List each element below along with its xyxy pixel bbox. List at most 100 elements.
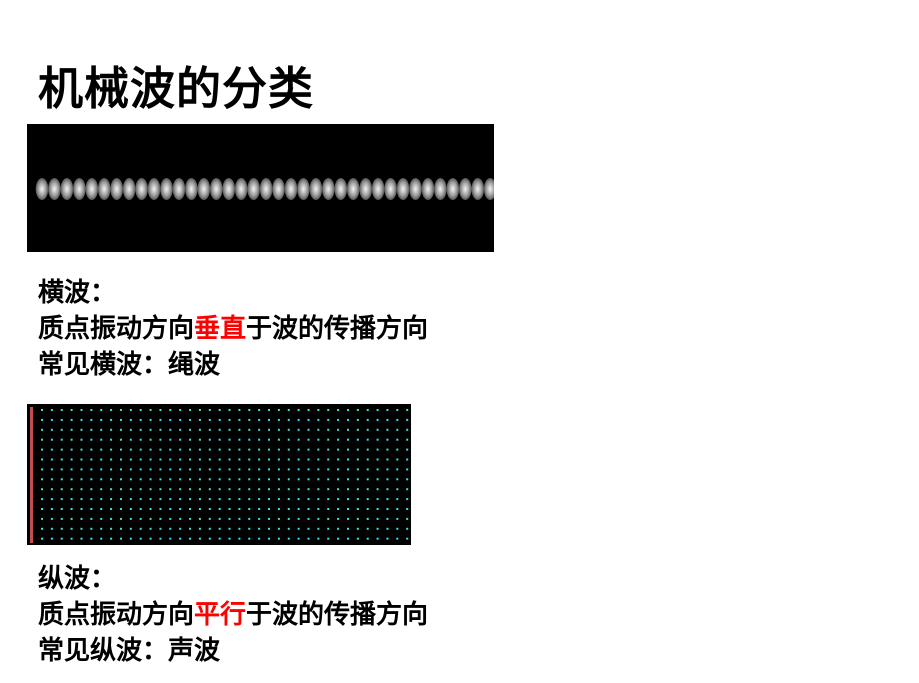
particle	[268, 428, 271, 431]
particle	[208, 517, 211, 520]
particle	[139, 468, 142, 471]
particle	[129, 517, 132, 520]
particle	[159, 508, 162, 510]
particle	[41, 517, 43, 520]
particle	[169, 468, 172, 471]
particle	[129, 527, 132, 530]
particle	[179, 498, 182, 501]
particle	[60, 498, 63, 501]
particle	[41, 478, 43, 481]
particle	[60, 418, 63, 421]
bead	[471, 178, 485, 200]
particle	[169, 418, 172, 421]
particle	[50, 527, 53, 530]
particle	[268, 458, 271, 461]
particle	[386, 418, 389, 421]
particle	[366, 409, 369, 411]
particle	[119, 517, 122, 520]
particle	[149, 527, 152, 530]
particle-grid-graphic	[30, 407, 409, 543]
particle	[100, 498, 103, 501]
transverse-example: 常见横波：绳波	[38, 350, 221, 380]
particle	[110, 527, 113, 530]
particle	[238, 458, 241, 461]
particle	[90, 537, 93, 540]
particle	[100, 527, 103, 530]
particle	[337, 428, 340, 431]
particle	[208, 448, 211, 451]
particle	[159, 409, 162, 411]
particle	[258, 488, 261, 491]
particle	[70, 498, 73, 501]
particle	[376, 468, 379, 471]
particle	[41, 537, 43, 540]
particle	[228, 537, 231, 540]
particle	[238, 468, 241, 471]
particle	[90, 428, 93, 431]
particle	[119, 448, 122, 451]
particle	[277, 488, 280, 491]
particle	[129, 537, 132, 540]
particle	[149, 478, 152, 481]
particle	[60, 468, 63, 471]
particle	[70, 527, 73, 530]
particle	[346, 409, 349, 411]
bead	[210, 178, 223, 200]
particle	[307, 438, 310, 441]
particle	[396, 488, 399, 491]
particle	[139, 409, 142, 411]
particle	[50, 448, 53, 451]
particle	[268, 418, 271, 421]
particle	[50, 418, 53, 421]
particle	[277, 428, 280, 431]
particle	[218, 488, 221, 491]
particle	[238, 537, 241, 540]
particle	[356, 458, 359, 461]
particle	[386, 458, 389, 461]
particle	[169, 527, 172, 530]
particle	[297, 527, 300, 530]
particle	[228, 498, 231, 501]
bead	[247, 178, 260, 200]
particle	[149, 448, 152, 451]
particle	[268, 508, 271, 510]
particle	[218, 458, 221, 461]
particle	[119, 488, 122, 491]
particle	[218, 409, 221, 411]
particle	[169, 498, 172, 501]
particle	[129, 409, 132, 411]
particle	[208, 498, 211, 501]
particle	[346, 498, 349, 501]
particle	[406, 508, 409, 510]
particle	[80, 517, 83, 520]
particle	[268, 517, 271, 520]
bead	[483, 178, 494, 200]
particle	[396, 409, 399, 411]
particle	[189, 438, 192, 441]
particle	[307, 409, 310, 411]
particle	[179, 517, 182, 520]
particle	[189, 537, 192, 540]
particle	[70, 537, 73, 540]
particle	[198, 409, 201, 411]
particle	[228, 517, 231, 520]
transverse-wave-animation	[27, 124, 494, 252]
particle	[396, 527, 399, 530]
text: 于波的传播方向	[246, 600, 429, 630]
particle	[366, 478, 369, 481]
particle	[129, 458, 132, 461]
particle	[356, 448, 359, 451]
particle	[110, 508, 113, 510]
particle	[159, 488, 162, 491]
particle	[386, 438, 389, 441]
particle	[297, 458, 300, 461]
particle	[337, 537, 340, 540]
bead-chain-graphic	[35, 178, 494, 200]
particle	[406, 428, 409, 431]
particle	[218, 478, 221, 481]
particle	[406, 478, 409, 481]
particle	[248, 458, 251, 461]
particle	[119, 527, 122, 530]
particle	[337, 488, 340, 491]
particle	[218, 537, 221, 540]
